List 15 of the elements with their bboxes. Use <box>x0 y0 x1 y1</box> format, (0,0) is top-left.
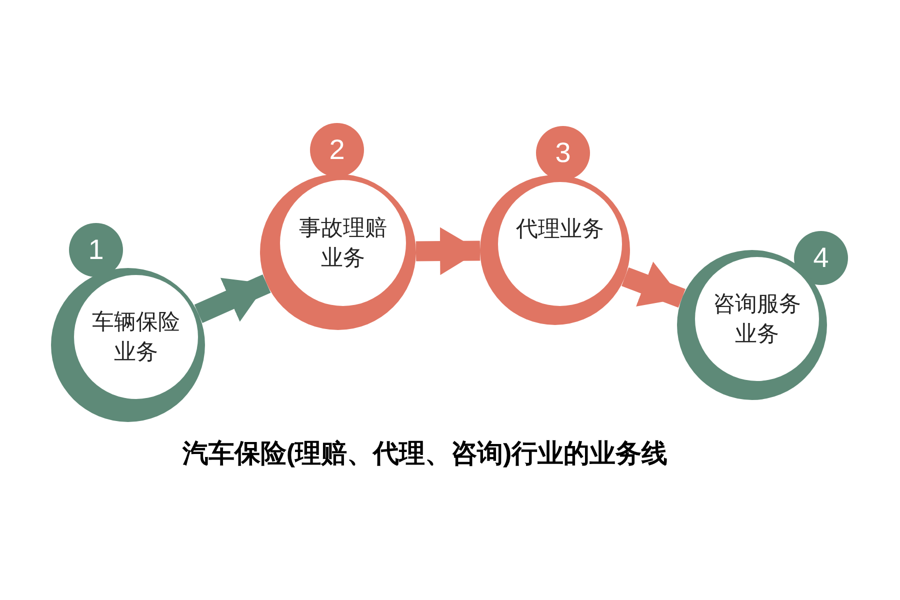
node-label: 代理业务 <box>515 215 605 243</box>
arrow <box>416 227 480 276</box>
ring-circle <box>51 268 205 422</box>
number-badge: 3 <box>536 126 590 180</box>
node-label: 车辆保险业务 <box>91 308 181 366</box>
ring-circle <box>260 174 416 330</box>
node-label: 事故理赔业务 <box>298 214 388 272</box>
node-label: 咨询服务业务 <box>712 290 802 348</box>
number-badge: 1 <box>69 223 123 277</box>
arrow <box>194 274 271 323</box>
number-badge: 4 <box>794 231 848 285</box>
number-badge: 2 <box>310 123 364 177</box>
diagram-title: 汽车保险(理赔、代理、咨询)行业的业务线 <box>181 437 669 470</box>
arrow <box>622 262 686 308</box>
ring-circle <box>480 175 630 325</box>
